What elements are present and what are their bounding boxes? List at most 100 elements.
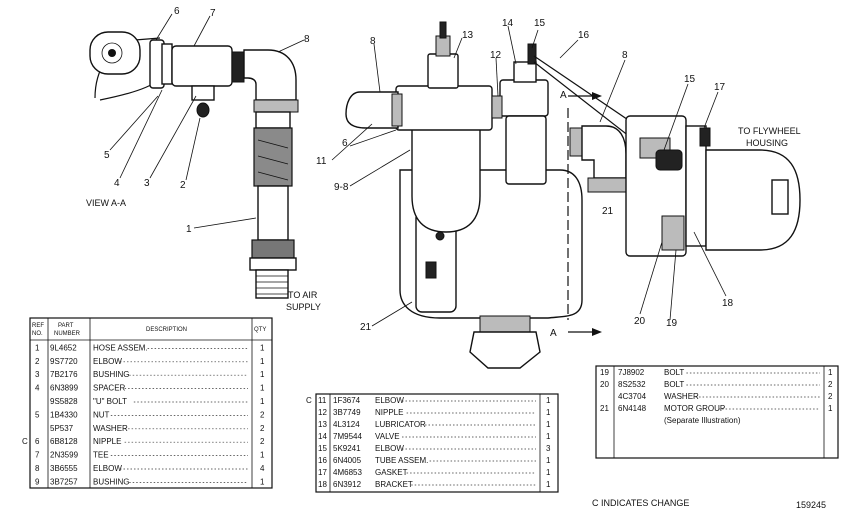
part-number: 9S7720 [50,357,78,366]
description: BOLT [664,368,684,377]
ref-number: 12 [318,408,327,417]
quantity: 1 [828,404,833,413]
ref-number: 21 [600,404,609,413]
part-number: 7B2176 [50,370,78,379]
part-number: 6B8128 [50,437,78,446]
part-number: 1B4330 [50,410,78,419]
quantity: 1 [546,396,551,405]
callout-15-top: 15 [534,18,546,29]
part-number: 5K9241 [333,444,361,453]
quantity: 1 [260,343,265,352]
ref-number: 20 [600,380,609,389]
to-flywheel-line1: TO FLYWHEEL [738,126,801,136]
quantity: 1 [546,456,551,465]
ref-number: 1 [35,343,40,352]
description: "U" BOLT [93,397,127,406]
callout-21-right: 21 [602,206,614,217]
t1-header-qty: QTY [254,327,266,333]
quantity: 1 [546,408,551,417]
ref-number: 13 [318,420,327,429]
to-flywheel-line2: HOUSING [746,138,788,148]
part-number: 3B7749 [333,408,361,417]
part-number: 6N3899 [50,384,79,393]
callout-17: 17 [714,82,726,93]
ref-number: 9 [35,477,40,486]
callout-8-main-left: 8 [370,36,376,47]
section-marker-bottom: A [550,328,557,339]
callout-18: 18 [722,298,734,309]
quantity: 1 [260,477,265,486]
ref-number: 11 [318,396,327,405]
callout-12: 12 [490,50,502,61]
quantity: 1 [546,432,551,441]
table-row: 9 3B7257 BUSHING 1 [35,477,265,486]
ref-number: 18 [318,480,327,489]
ref-number: 5 [35,410,40,419]
part-number: 3B6555 [50,464,78,473]
quantity: 1 [260,451,265,460]
description: NIPPLE [375,408,403,417]
ref-number: 6 [35,437,40,446]
part-number: 9L4652 [50,343,77,352]
description: SPACER [93,384,126,393]
description: BRACKET [375,480,413,489]
section-marker-top: A [560,90,567,101]
description: ELBOW [93,464,122,473]
callout-19: 19 [666,318,678,329]
part-number: 8S2532 [618,380,646,389]
part-number: 2N3599 [50,451,79,460]
t1-header-part-2: NUMBER [54,331,81,337]
description: NIPPLE [93,437,121,446]
ref-number: 16 [318,456,327,465]
to-air-supply-line2: SUPPLY [286,302,321,312]
description: TUBE ASSEM. [375,456,428,465]
part-number: 9S5828 [50,397,78,406]
callout-4: 4 [114,178,120,189]
ref-number: 2 [35,357,40,366]
callout-5: 5 [104,150,110,161]
callout-11: 11 [316,156,327,167]
change-flag: C [306,396,312,405]
part-number: 3B7257 [50,477,78,486]
description: BUSHING [93,370,129,379]
callout-14: 14 [502,18,514,29]
ref-number: 17 [318,468,327,477]
description: ELBOW [375,444,404,453]
ref-number: 7 [35,451,40,460]
description: MOTOR GROUP [664,404,725,413]
ref-number: 3 [35,370,40,379]
description: ELBOW [375,396,404,405]
t1-header-ref-1: REF [32,323,44,329]
part-number: 4M6853 [333,468,362,477]
callout-8-main-right: 8 [622,50,628,61]
ref-number: 14 [318,432,327,441]
description: NUT [93,410,110,419]
description: LUBRICATOR [375,420,426,429]
callout-7: 7 [210,8,216,19]
description: BUSHING [93,477,129,486]
part-number: 6N3912 [333,480,362,489]
description: (Separate Illustration) [664,416,741,425]
callout-15-right: 15 [684,74,696,85]
callout-numbers: 6 7 8 5 4 3 2 1 8 13 14 15 16 12 8 15 17… [104,6,734,339]
ref-number: 15 [318,444,327,453]
callout-13: 13 [462,30,474,41]
change-note: C INDICATES CHANGE [592,498,689,508]
quantity: 1 [260,357,265,366]
callout-6: 6 [174,6,180,17]
